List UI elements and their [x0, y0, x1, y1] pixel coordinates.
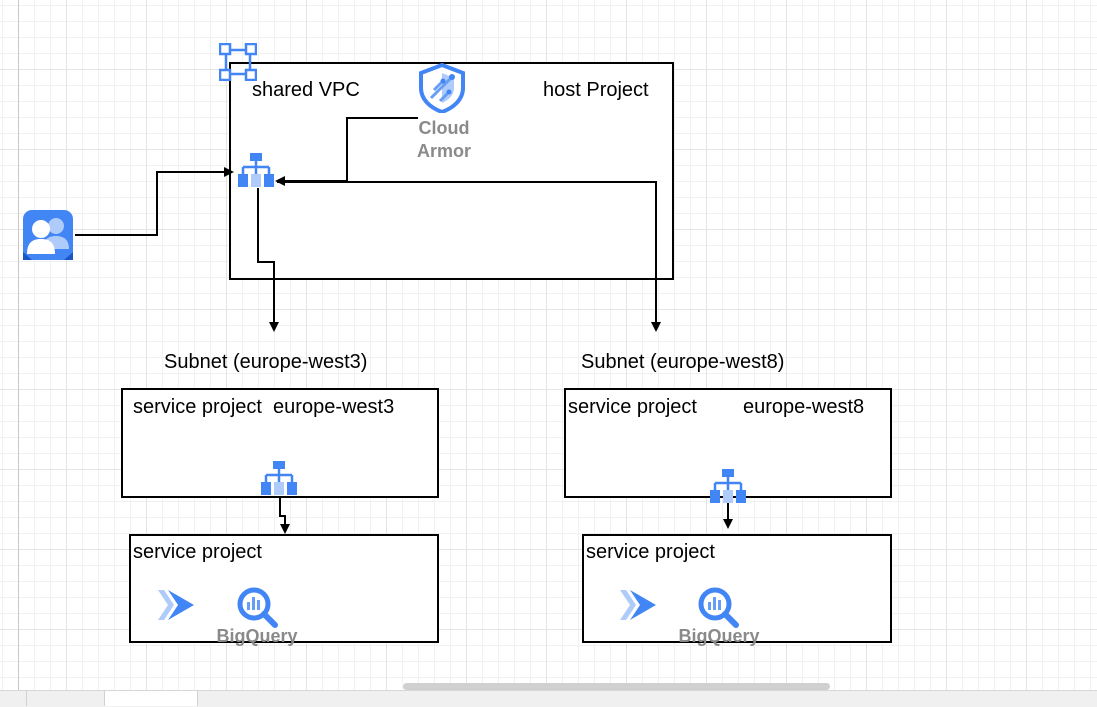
service-project-box-bq-west3[interactable]: [129, 534, 439, 643]
load-balancer-west8-icon: [710, 469, 746, 503]
service-project-label-west3: service project europe-west3: [133, 396, 395, 418]
cloud-armor-label: Cloud Armor: [416, 118, 471, 161]
bigquery-west3-label: BigQuery: [216, 626, 298, 646]
subnet-label-west3: Subnet (europe-west3): [164, 351, 368, 373]
bigquery-west8-label: BigQuery: [678, 626, 760, 646]
lb-to-subnet-west8-connector: [277, 181, 661, 332]
load-balancer-icon: [238, 153, 274, 187]
users-to-lb-connector: [75, 167, 234, 236]
subnet-label-west8: Subnet (europe-west8): [581, 351, 785, 373]
users-icon: [23, 210, 73, 260]
connectors: [75, 117, 733, 534]
tab-divider: [26, 691, 27, 706]
horizontal-scrollbar[interactable]: [403, 683, 830, 690]
canvas-left-rule: [18, 0, 19, 690]
cloud-armor-shield-icon: [419, 63, 465, 113]
armor-to-lb-connector: [275, 117, 418, 186]
host-project-label: host Project: [543, 79, 649, 101]
service-project-label-bq-west8: service project: [586, 541, 715, 563]
host-project-box[interactable]: [229, 62, 674, 280]
service-project-label-bq-west3: service project: [133, 541, 262, 563]
page-tab[interactable]: [104, 691, 198, 706]
bigquery-west3-icon: [237, 587, 278, 628]
region-label-west8: europe-west8: [743, 396, 865, 418]
shared-vpc-icon: [219, 43, 257, 81]
west3-to-bq-connector: [279, 498, 290, 534]
dataflow-west3-icon: [158, 590, 194, 620]
service-project-label-west8: service project: [568, 396, 697, 418]
bigquery-west8-icon: [698, 587, 739, 628]
load-balancer-west3-icon: [261, 461, 297, 495]
dataflow-west8-icon: [620, 590, 656, 620]
page-tabs-bar: [0, 690, 1097, 707]
lb-to-subnet-west3-connector: [257, 188, 279, 332]
shared-vpc-label: shared VPC: [252, 79, 360, 101]
